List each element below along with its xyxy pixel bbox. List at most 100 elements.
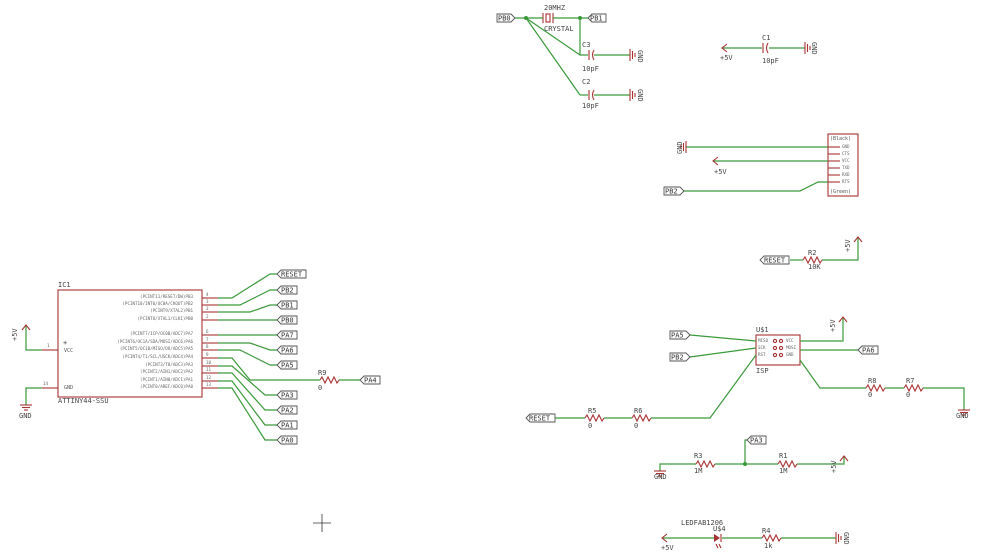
svg-text:+5V: +5V [11, 328, 19, 341]
svg-text:RST: RST [758, 352, 766, 357]
ic1-plus-mark: + [63, 339, 67, 347]
svg-text:+5V: +5V [830, 460, 838, 473]
ic1-pin-num: 6 [206, 329, 209, 334]
svg-text:PB2: PB2 [671, 354, 684, 362]
svg-text:RTS: RTS [842, 179, 850, 184]
svg-text:R2: R2 [808, 249, 816, 257]
gnd-symbol-isp: GND [956, 409, 971, 420]
svg-text:GND: GND [842, 532, 850, 545]
ic1-pin-num: 13 [206, 382, 212, 387]
ic1-pin-num: 2 [206, 314, 209, 319]
svg-text:10pF: 10pF [762, 57, 779, 65]
flag-pb2-ic1: PB2 [276, 285, 298, 295]
svg-text:R8: R8 [868, 377, 876, 385]
ic1-pin-num: 7 [206, 337, 209, 342]
resistor-r2: R2 10K [802, 249, 823, 271]
ic1-value: ATTINY44-SSU [58, 397, 109, 405]
vcc-symbol-c1: +5V [720, 43, 733, 62]
svg-text:+5V: +5V [714, 168, 727, 176]
svg-text:+5V: +5V [829, 319, 837, 332]
svg-text:R3: R3 [694, 452, 702, 460]
capacitor-c2: C2 10pF [582, 78, 599, 110]
svg-text:+5V: +5V [661, 544, 674, 552]
gnd-symbol-r4: GND [835, 531, 850, 545]
svg-text:+5V: +5V [720, 54, 733, 62]
svg-text:MOSI: MOSI [786, 345, 797, 350]
svg-text:PB2: PB2 [281, 287, 294, 295]
svg-text:10pF: 10pF [582, 65, 599, 73]
svg-text:VCC: VCC [842, 158, 850, 163]
flag-pb2-isp: PB2 [669, 352, 691, 362]
svg-text:GND: GND [810, 42, 818, 55]
ic1-pin-func: (PCINT7/ICP/OC0B/ADC7)PA7 [130, 331, 194, 336]
svg-text:PA1: PA1 [281, 422, 294, 430]
ic1-component: IC1 ATTINY44-SSU VCC GND 1 14 + (PCINT11… [42, 281, 218, 405]
flag-pa2-ic1: PA2 [276, 405, 298, 415]
resistor-r8: R8 0 [865, 377, 886, 399]
gnd-symbol-r3: GND [653, 470, 667, 481]
svg-text:20MHZ: 20MHZ [544, 4, 565, 12]
ic1-pin-num: 12 [206, 375, 212, 380]
svg-text:PB1: PB1 [590, 15, 603, 23]
svg-text:GND: GND [654, 473, 667, 481]
svg-text:SCK: SCK [758, 345, 766, 350]
isp-header: U$1 ISP MISO SCK RST VCC MOSI GND [755, 326, 801, 375]
svg-text:PB0: PB0 [498, 15, 511, 23]
svg-text:0: 0 [318, 384, 322, 392]
resistor-r1: R1 1M [777, 452, 798, 475]
flag-pa6-isp: PA6 [857, 345, 879, 355]
capacitor-c1: C1 10pF [762, 34, 779, 65]
svg-text:R9: R9 [318, 369, 326, 377]
ic1-pin-func: (PCINT9/XTAL2)PB1 [150, 308, 193, 313]
svg-text:R7: R7 [906, 377, 914, 385]
svg-text:RESET: RESET [281, 271, 303, 279]
ic1-pin-num: 10 [206, 360, 212, 365]
svg-text:CTS: CTS [842, 151, 850, 156]
ic1-pin-func: (PCINT1/AIN0/ADC1)PA1 [140, 377, 193, 382]
vcc-symbol-led: +5V [661, 533, 674, 552]
flag-pa0-ic1: PA0 [276, 435, 298, 445]
svg-text:0: 0 [906, 391, 910, 399]
ic1-pin-func: (PCINT4/T1/SCL/USCK/ADC4)PA4 [122, 354, 193, 359]
ic1-pin-num: 9 [206, 352, 209, 357]
svg-text:1k: 1k [764, 542, 773, 550]
svg-text:GND: GND [786, 352, 794, 357]
svg-text:10pF: 10pF [582, 102, 599, 110]
ic1-name: IC1 [58, 281, 71, 289]
svg-text:R6: R6 [634, 407, 642, 415]
ic1-pin-func: (PCINT2/AIN1/ADC2)PA2 [140, 369, 193, 374]
ic1-pin-num: 8 [206, 344, 209, 349]
vcc-symbol-isp: +5V [829, 316, 848, 332]
ic1-net-wires [25, 273, 360, 441]
svg-text:C2: C2 [582, 78, 590, 86]
svg-text:R1: R1 [779, 452, 787, 460]
svg-text:PA6: PA6 [862, 347, 875, 355]
flag-reset-r2: RESET [759, 255, 790, 265]
vcc-symbol-r1: +5V [830, 455, 849, 473]
flag-pb1-ic1: PB1 [276, 300, 298, 310]
led-component: LEDFAB1206 U$4 [681, 519, 726, 549]
ic1-vcc-label: VCC [64, 348, 73, 354]
flag-pa5-isp: PA5 [669, 330, 691, 340]
svg-text:U$4: U$4 [713, 525, 726, 533]
ic1-pin-func: (PCINT3/T0/ADC3)PA3 [145, 362, 193, 367]
ic1-pin-func: (PCINT5/OC1B/MISO/DO/ADC5)PA5 [120, 346, 194, 351]
svg-text:RESET: RESET [529, 415, 551, 423]
gnd-symbol-c2: GND [629, 88, 644, 102]
origin-crosshair [313, 514, 331, 532]
svg-text:GND: GND [956, 412, 969, 420]
svg-text:GND: GND [842, 144, 850, 149]
flag-pa1-ic1: PA1 [276, 420, 298, 430]
svg-text:PA5: PA5 [281, 362, 294, 370]
flag-pa7-ic1: PA7 [276, 330, 298, 340]
gnd-symbol-ic1: GND [19, 404, 33, 420]
ic1-pin-func: (PCINT8/XTAL1/CLKI)PB0 [138, 316, 194, 321]
ic1-pin-func: (PCINT0/AREF/ADC0)PA0 [140, 384, 193, 389]
svg-text:RESET: RESET [764, 257, 786, 265]
ic1-pin-num: 3 [206, 299, 209, 304]
svg-text:(Green): (Green) [830, 189, 851, 195]
ic1-pin-func: (PCINT10/INT0/OC0A/CKOUT)PB2 [122, 301, 193, 306]
resistor-r9: R9 0 [318, 369, 340, 392]
svg-text:0: 0 [868, 391, 872, 399]
